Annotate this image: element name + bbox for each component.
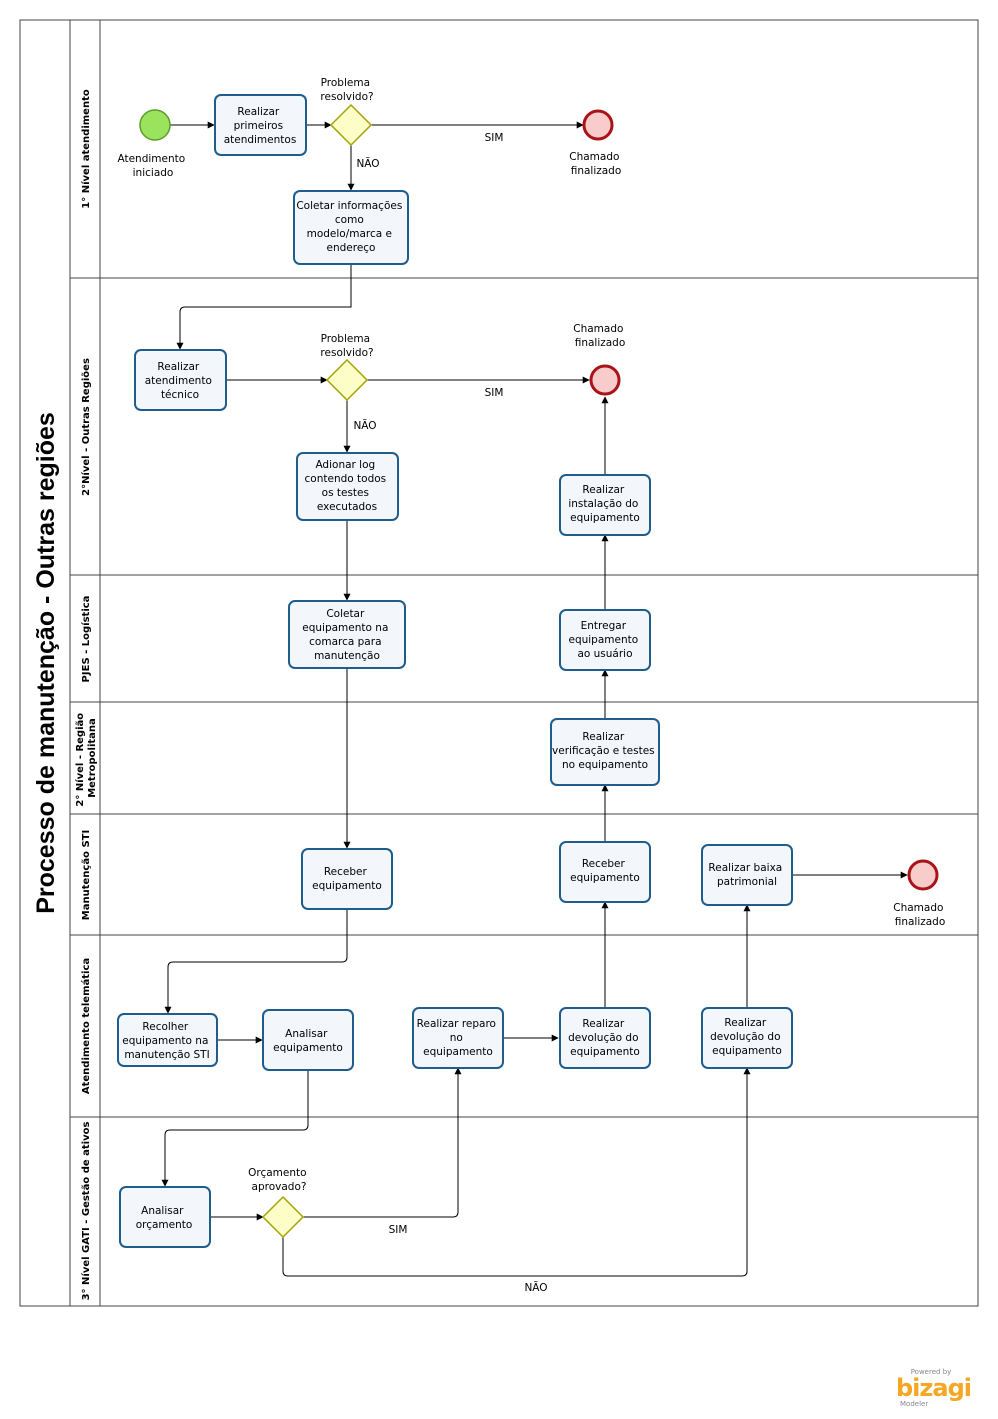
svg-text:Receber equipamento: Receber equipamento — [570, 858, 640, 884]
end-event-label: Chamado finalizado — [569, 151, 623, 177]
task-coletar-equipamento[interactable]: Coletar equipamento na comarca para manu… — [288, 600, 406, 669]
flow — [282, 1067, 751, 1277]
flow — [161, 1070, 309, 1187]
task-realizar-reparo[interactable]: Realizar reparo no equipamento — [412, 1007, 504, 1069]
task-receber-equipamento[interactable]: Receber equipamento — [559, 841, 651, 903]
lane-title-pjes: PJES - Logística — [80, 596, 92, 683]
gateway-label: Orçamento aprovado? — [248, 1167, 310, 1193]
lane-title-telematica: Atendimento telemática — [80, 958, 92, 1094]
svg-text:Receber equipamento: Receber equipamento — [312, 866, 382, 892]
brand-product: Modeler — [900, 1400, 929, 1408]
gateway-label: Problema resolvido? — [320, 333, 373, 359]
lane-titles: 1° Nível atendimento 2°Nível - Outras Re… — [74, 89, 98, 1300]
svg-text:Realizar reparo no: Realizar reparo no equipamento — [417, 1018, 500, 1058]
tasks: Realizar primeiros atendimentos Coletar … — [117, 94, 793, 1248]
svg-text:Analisar orçamento: Analisar orçamento — [136, 1205, 193, 1231]
gateway-label: Problema resolvido? — [320, 77, 373, 103]
svg-text:Realizar devolução do: Realizar devolução do equipamento — [710, 1017, 784, 1057]
task-analisar-orcamento[interactable]: Analisar orçamento — [119, 1186, 211, 1248]
task-baixa-patrimonial[interactable]: Realizar baixa patrimonial — [701, 844, 793, 906]
task-verificacao-testes[interactable]: Realizar verificação e testes no equipam… — [550, 718, 660, 786]
svg-text:Realizar instalação do: Realizar instalação do equipamento — [568, 484, 641, 524]
flow-label-sim: SIM — [389, 1224, 408, 1236]
sequence-flows — [161, 121, 908, 1277]
start-event-label: Atendimento iniciado — [117, 153, 188, 179]
task-adicionar-log[interactable]: Adionar log contendo todos os testes exe… — [296, 452, 399, 521]
gateway — [325, 358, 369, 402]
task-atendimento-tecnico[interactable]: Realizar atendimento técnico — [134, 349, 227, 411]
lane-separators — [70, 277, 978, 1118]
svg-text:Coletar informações co: Coletar informações como modelo/marca e … — [296, 200, 405, 254]
task-realizar-devolucao[interactable]: Realizar devolução do equipamento — [701, 1007, 793, 1069]
svg-text:Realizar atendimento: Realizar atendimento técnico — [145, 361, 215, 401]
start-event — [139, 109, 171, 141]
flow — [176, 264, 352, 350]
lane-title-2nivel-outras: 2°Nível - Outras Regiões — [80, 358, 92, 496]
svg-text:Adionar log contendo t: Adionar log contendo todos os testes exe… — [305, 459, 390, 513]
flow-label-nao: NÃO — [524, 1281, 547, 1294]
pool-title: Processo de manutenção - Outras regiões — [32, 412, 60, 914]
end-event-label: Chamado finalizado — [893, 902, 947, 928]
svg-text:Realizar verificação e: Realizar verificação e testes no equipam… — [552, 731, 658, 771]
flow-label-sim: SIM — [485, 387, 504, 399]
task-realizar-instalacao[interactable]: Realizar instalação do equipamento — [559, 474, 651, 536]
task-analisar-equipamento[interactable]: Analisar equipamento — [262, 1009, 354, 1071]
svg-text:Realizar primeiros: Realizar primeiros atendimentos — [224, 106, 297, 146]
svg-text:Recolher equipamento n: Recolher equipamento na manutenção STI — [122, 1021, 211, 1061]
flow-label-nao: NÃO — [356, 157, 379, 170]
flow — [164, 909, 348, 1014]
lane-title-3nivel: 3° Nível GATI - Gestão de ativos — [80, 1122, 92, 1301]
end-event — [582, 109, 614, 141]
task-entregar-equipamento[interactable]: Entregar equipamento ao usuário — [559, 609, 651, 671]
gateway — [329, 103, 373, 147]
bizagi-logo: bizagi — [896, 1374, 972, 1402]
brand-powered-by: Powered by — [910, 1368, 952, 1376]
end-event — [907, 859, 939, 891]
pool: Processo de manutenção - Outras regiões — [19, 19, 979, 1307]
task-coletar-informacoes[interactable]: Coletar informações como modelo/marca e … — [293, 190, 409, 265]
gateway — [261, 1195, 305, 1239]
end-event-label: Chamado finalizado — [573, 323, 627, 349]
flow — [303, 1067, 462, 1218]
task-recolher-equipamento[interactable]: Recolher equipamento na manutenção STI — [117, 1013, 218, 1067]
gateways: Problema resolvido? Problema resolvido? … — [248, 77, 374, 1239]
task-primeiros-atendimentos[interactable]: Realizar primeiros atendimentos — [214, 94, 307, 156]
bizagi-brand: Powered by bizagi Modeler — [896, 1368, 972, 1408]
svg-text:Realizar devolução do: Realizar devolução do equipamento — [568, 1018, 642, 1058]
svg-text:Realizar baixa patrimo: Realizar baixa patrimonial — [708, 862, 785, 888]
flow-label-sim: SIM — [485, 132, 504, 144]
task-receber-equipamento[interactable]: Receber equipamento — [301, 848, 393, 910]
pool-frame — [19, 19, 979, 1307]
flow-label-nao: NÃO — [353, 419, 376, 432]
task-realizar-devolucao[interactable]: Realizar devolução do equipamento — [559, 1007, 651, 1069]
svg-text:Coletar equipamento na: Coletar equipamento na comarca para manu… — [302, 608, 391, 662]
flow-labels: SIM NÃO SIM NÃO SIM NÃO — [353, 132, 547, 1294]
lane-title-manut-sti: Manutenção STI — [81, 830, 92, 920]
lane-title-2nivel-metro: 2° Nível - Região Metropolitana — [74, 709, 98, 806]
svg-text:Entregar equipamento: Entregar equipamento ao usuário — [568, 620, 641, 660]
lane-title-1nivel: 1° Nível atendimento — [80, 89, 92, 209]
events: Atendimento iniciado Chamado finalizado … — [117, 109, 947, 928]
end-event — [589, 364, 621, 396]
svg-text:Analisar equipamento: Analisar equipamento — [273, 1028, 343, 1054]
